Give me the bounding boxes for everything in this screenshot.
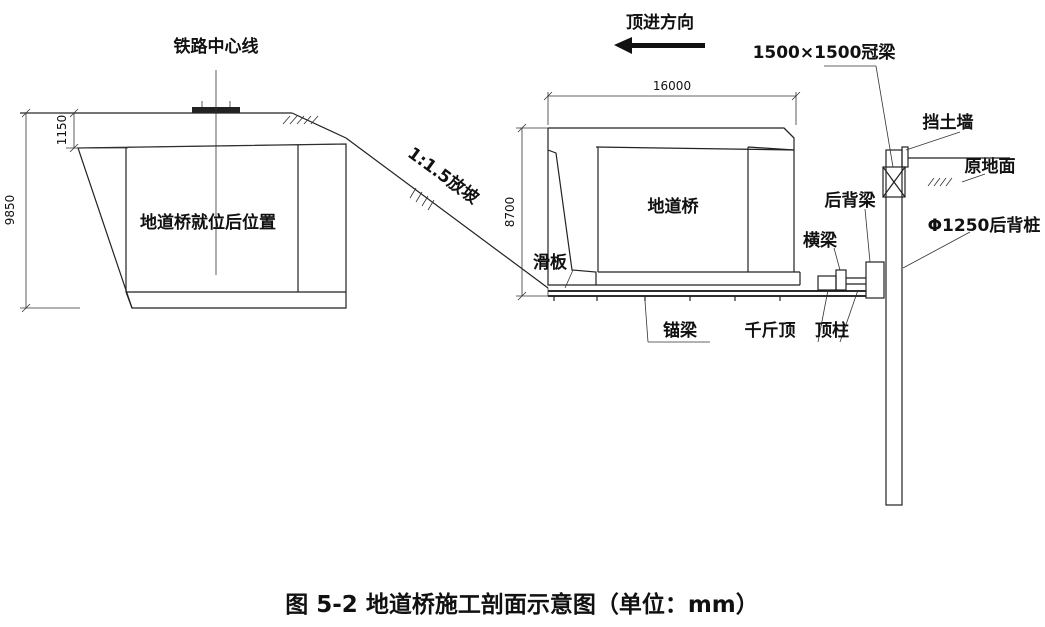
cross-beam-block <box>835 269 847 291</box>
label-railway-centerline: 铁路中心线 <box>174 36 259 57</box>
slope-group <box>345 137 549 289</box>
ground-hatch-right <box>927 177 953 187</box>
label-slide-plate: 滑板 <box>533 252 568 273</box>
slope-hatch <box>409 187 435 211</box>
anchor-pegs <box>553 296 781 301</box>
jack-block <box>817 275 837 291</box>
dim-text-8700: 8700 <box>503 197 517 228</box>
final-position-group <box>20 70 347 313</box>
label-jack: 千斤顶 <box>745 321 796 341</box>
crown-beam <box>882 166 906 198</box>
bridge-group <box>516 91 885 301</box>
leader-lines <box>564 65 986 343</box>
back-beam-block <box>865 261 885 299</box>
ground-hatch-left <box>282 115 319 125</box>
label-back-beam: 后背梁 <box>825 190 877 211</box>
label-slope: 1:1.5放坡 <box>404 143 483 209</box>
label-final-position: 地道桥就位后位置 <box>140 212 276 233</box>
pile-group <box>882 146 1010 506</box>
dim-text-9850: 9850 <box>3 195 17 226</box>
label-anchor-beam: 锚梁 <box>663 320 698 341</box>
dim-text-1150: 1150 <box>55 115 69 146</box>
back-pile <box>885 149 903 506</box>
label-cross-beam: 横梁 <box>803 230 838 251</box>
retaining-wall <box>901 146 909 168</box>
jacking-arrow <box>614 37 705 54</box>
dim-text-16000: 16000 <box>653 79 691 93</box>
label-crown-beam: 1500×1500冠梁 <box>753 42 897 63</box>
label-top-column: 顶柱 <box>815 320 849 341</box>
label-bridge: 地道桥 <box>648 196 700 217</box>
figure-caption: 图 5-2 地道桥施工剖面示意图（单位：mm） <box>285 591 759 618</box>
label-original-ground: 原地面 <box>965 156 1016 177</box>
dim-9850 <box>20 108 80 313</box>
label-back-pile: Φ1250后背桩 <box>928 215 1041 236</box>
label-retaining-wall: 挡土墙 <box>923 112 974 133</box>
dim-1150 <box>66 108 128 153</box>
label-jacking-direction: 顶进方向 <box>626 12 694 33</box>
